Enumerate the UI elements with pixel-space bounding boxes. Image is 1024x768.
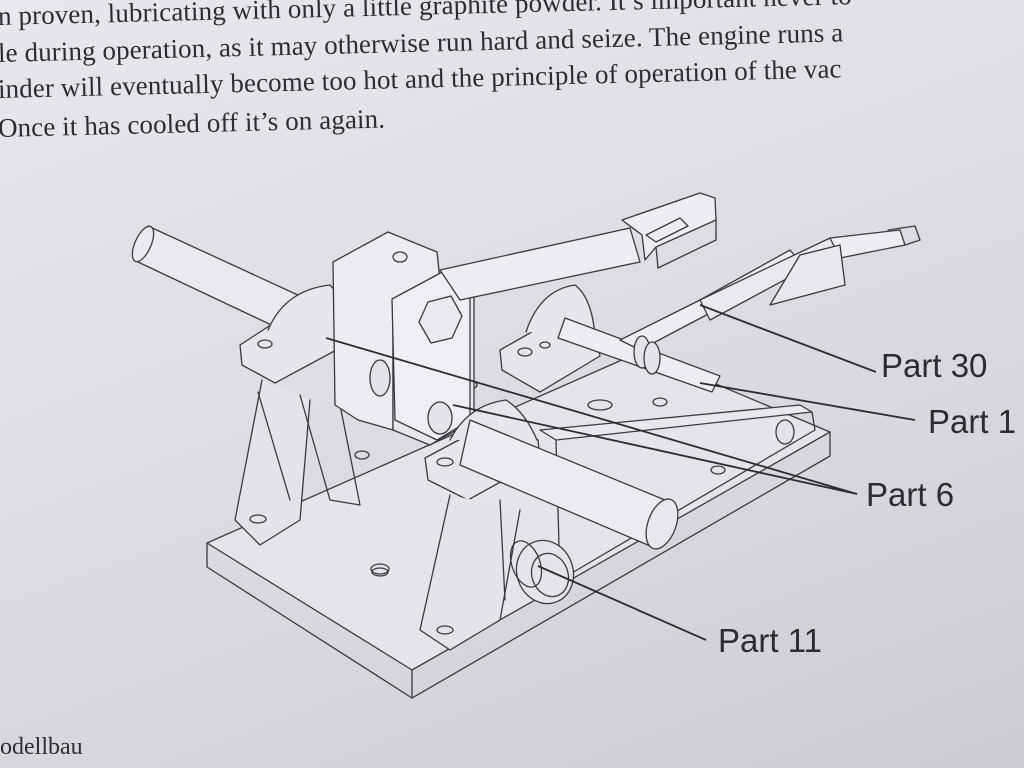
callout-line-part-6-b <box>452 404 858 495</box>
ring-part <box>509 539 575 605</box>
footer-text: odellbau <box>0 734 83 760</box>
callout-line-part-6-a <box>325 337 858 495</box>
callout-line-part-1 <box>699 382 916 421</box>
callout-line-part-30 <box>699 304 877 373</box>
guide-rail <box>539 404 816 581</box>
left-bearing <box>234 284 370 546</box>
callout-label-part-6: Part 6 <box>866 476 954 513</box>
callout-label-part-11: Part 11 <box>718 622 822 659</box>
callout-lines <box>325 304 916 641</box>
callout-label-part-30: Part 30 <box>881 347 987 384</box>
piston-assembly <box>557 225 921 445</box>
callout-line-part-11 <box>537 565 707 641</box>
crank-webs <box>332 231 475 446</box>
crank-shaft <box>131 225 301 331</box>
callout-label-part-1: Part 1 <box>928 403 1016 440</box>
output-shaft <box>459 419 679 550</box>
connecting-rod <box>439 192 717 301</box>
